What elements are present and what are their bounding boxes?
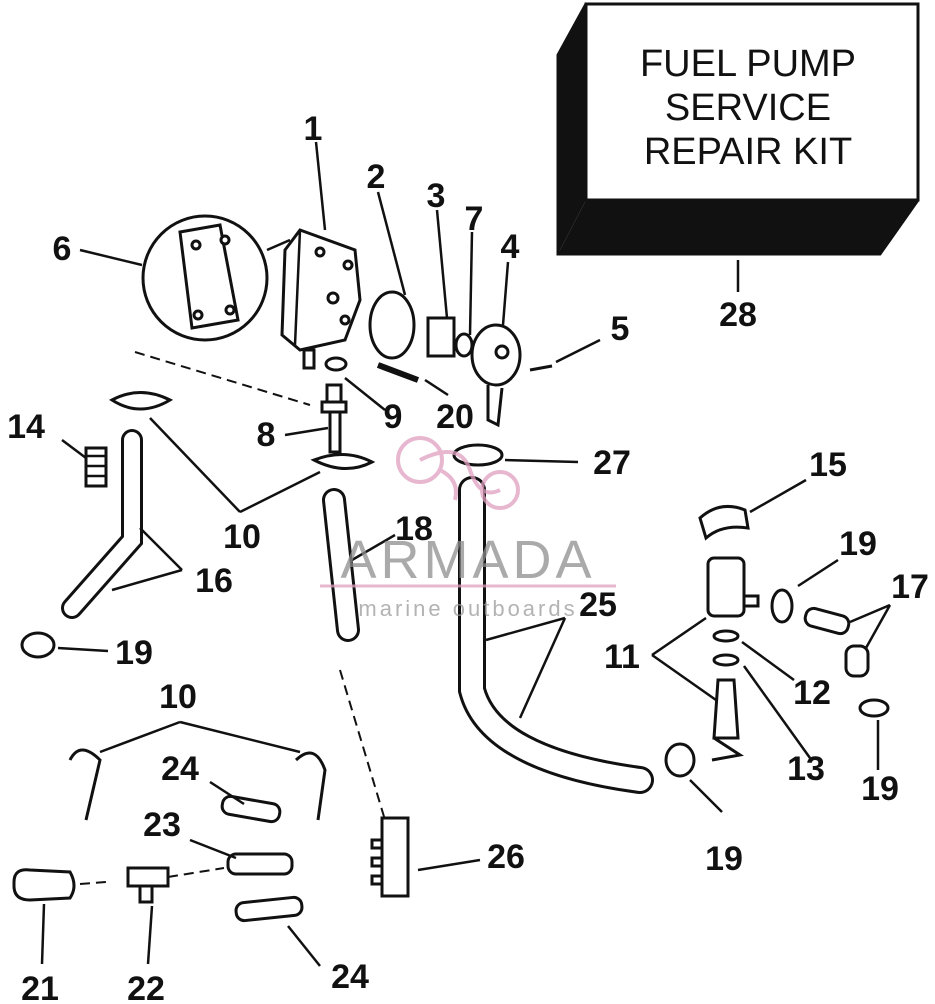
fitting [320,383,348,454]
callout-7: 7 [465,200,484,238]
callout-4: 4 [501,228,520,266]
callout-17: 17 [891,568,929,606]
callout-2: 2 [367,158,386,196]
callout-21: 21 [21,970,59,1004]
spring [84,446,108,488]
callout-26: 26 [487,838,525,876]
callout-1: 1 [304,110,323,148]
callout-9: 9 [384,398,403,436]
clamp-bottom-right [294,751,327,821]
hose-16 [64,432,140,616]
primer-bulb [12,868,76,902]
callout-5: 5 [611,310,630,348]
callout-19-right-bottom: 19 [861,770,899,808]
hose-23 [226,852,294,876]
callout-20: 20 [436,398,474,436]
pump-cover [470,323,522,428]
callout-14: 14 [7,408,45,446]
callout-24-top: 24 [161,750,199,788]
callout-18: 18 [395,510,433,548]
callout-19-bottom: 19 [705,840,743,878]
callout-28: 28 [719,296,757,334]
kit-line-3: REPAIR KIT [644,131,852,173]
callout-16: 16 [195,562,233,600]
clamp-bottom-left [68,748,102,821]
clip-19-left [20,631,56,659]
leader-lines [40,141,892,967]
callout-12: 12 [793,674,831,712]
clamp-top-left [109,391,174,411]
hose-24-top [220,794,282,824]
callout-24-bottom: 24 [331,958,369,996]
callout-11: 11 [604,638,640,676]
tube-17a [803,606,851,636]
diaphragm-ring [368,290,416,360]
repair-kit-box: FUEL PUMP SERVICE REPAIR KIT [556,2,920,292]
hose-24-bottom [234,895,304,923]
screw [529,364,553,372]
washer [324,356,348,372]
callout-23: 23 [143,806,181,844]
callout-19-right-top: 19 [839,525,877,563]
kit-line-2: SERVICE [665,87,831,129]
callout-8: 8 [257,416,276,454]
kit-line-1: FUEL PUMP [640,43,856,85]
gasket-detail-circle [141,214,291,342]
clamp-top-right [310,453,376,470]
callout-19-left: 19 [115,634,153,672]
pump-body [280,228,362,370]
callout-3: 3 [427,177,446,215]
callout-10-top: 10 [223,518,261,556]
callout-15: 15 [809,446,847,484]
clip-19-right-top [770,588,794,624]
tube-17b [844,644,870,678]
callout-13: 13 [787,750,825,788]
t-fitting [126,866,225,904]
callout-27: 27 [593,444,631,482]
clip-19-bottom [664,742,696,778]
callout-22: 22 [127,970,165,1004]
callout-25: 25 [579,586,617,624]
filter-bracket [698,504,750,541]
watermark-tagline: marine outboards [358,596,577,621]
valve-plate [426,316,456,358]
clip-19-right-bottom [858,698,890,718]
callout-6: 6 [53,230,72,268]
hose-18 [325,491,357,639]
o-ring [454,332,474,358]
bolt [376,362,420,383]
watermark-brand: ARMADA [340,530,595,590]
manifold-fitting [370,816,410,898]
watermark-logo-icon [396,436,520,510]
watermark: ARMADA marine outboards [320,436,616,621]
callout-10-bottom: 10 [159,678,197,716]
hose-25 [461,479,651,791]
fuel-filter [706,556,760,762]
